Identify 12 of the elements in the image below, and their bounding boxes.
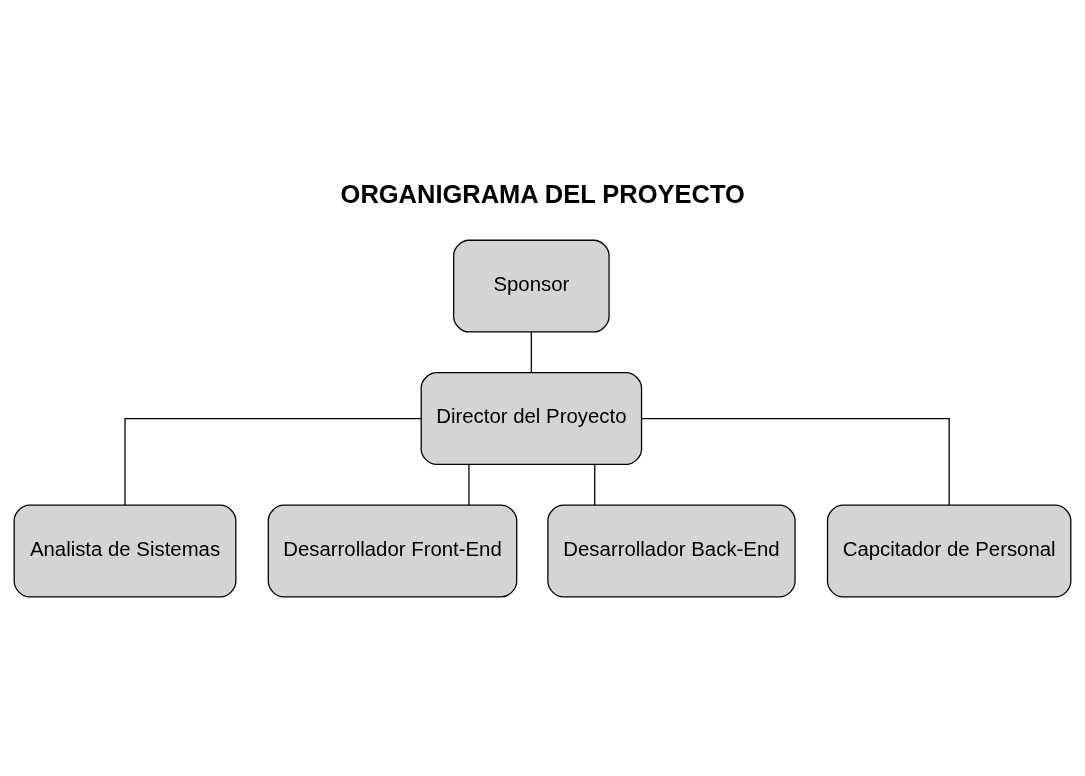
connector <box>594 463 596 506</box>
connector <box>124 417 422 506</box>
node-box: Analista de Sistemas <box>13 504 237 598</box>
node-box: Director del Proyecto <box>420 372 643 466</box>
node-box: Desarrollador Front-End <box>267 504 518 598</box>
node-box: Capcitador de Personal <box>826 504 1072 598</box>
connector <box>468 463 470 506</box>
connector <box>641 417 950 506</box>
diagram-title: ORGANIGRAMA DEL PROYECTO <box>340 180 745 209</box>
node-box: Desarrollador Back-End <box>547 504 796 598</box>
node-box: Sponsor <box>453 239 610 333</box>
connector <box>530 331 532 374</box>
